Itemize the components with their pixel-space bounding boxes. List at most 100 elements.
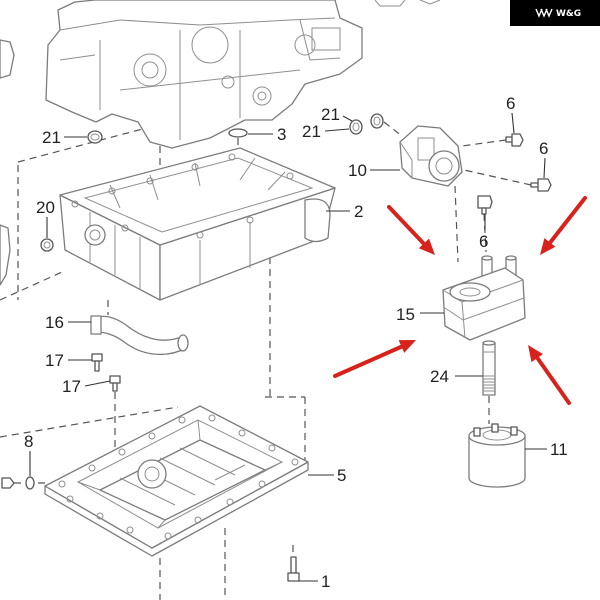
- red-arrow-head: [528, 345, 543, 363]
- bolt-hole: [238, 429, 246, 437]
- brand-logo: W&G: [510, 0, 600, 26]
- guide-line: [0, 406, 179, 438]
- bolt-hole: [126, 526, 134, 534]
- callout-label: 17: [45, 351, 64, 370]
- bolt-hole: [164, 532, 172, 540]
- highlight-arrows: [333, 196, 587, 405]
- bolt-hole: [291, 458, 299, 466]
- engine-block-boss: [294, 34, 316, 56]
- engine-block-pad: [311, 27, 341, 51]
- callout-label: 21: [42, 128, 61, 147]
- callout-label: 11: [550, 440, 568, 459]
- bolt: [530, 178, 552, 192]
- bolt-hole: [108, 187, 116, 195]
- oil-cooler-adapter: [399, 125, 463, 187]
- engine-block-bore: [191, 26, 229, 64]
- cropped-part-fragment: [0, 224, 11, 286]
- o-ring: [228, 128, 248, 138]
- engine-block-boss: [221, 75, 235, 89]
- callout-label: 24: [430, 367, 449, 386]
- callout-label: 6: [506, 94, 515, 113]
- engine-block-bore: [133, 53, 167, 87]
- bolt-shank: [112, 382, 118, 392]
- guide-line: [383, 121, 403, 137]
- lower-oil-pan-sump-boss: [144, 466, 160, 482]
- bolt-hole: [226, 498, 234, 506]
- pickup-tube-body: [94, 315, 187, 356]
- seal-ring: [349, 119, 363, 135]
- bolt-hole: [208, 414, 216, 422]
- oil-filter-body: [468, 435, 526, 488]
- oil-pickup-tube: [90, 315, 189, 356]
- oil-cooler-boss-bore: [459, 287, 481, 297]
- red-arrow: [333, 344, 405, 378]
- oil-cooler-boss: [449, 282, 491, 302]
- bolt: [109, 375, 121, 392]
- oil-cooler-tube-end: [481, 255, 493, 261]
- bolt-hole: [194, 516, 202, 524]
- callout-label: 8: [24, 432, 33, 451]
- bolt-head: [91, 353, 103, 362]
- bolt-hole: [178, 416, 186, 424]
- leader-line: [324, 128, 350, 132]
- oil-cooler: [442, 255, 526, 341]
- guide-line: [461, 139, 507, 147]
- bolt-hole: [196, 231, 204, 239]
- red-arrow-head: [398, 340, 416, 353]
- adapter-flange-bore: [435, 157, 453, 175]
- leader-line: [543, 157, 546, 179]
- stud-threads: [483, 351, 495, 392]
- lower-oil-pan-sump-boss: [137, 459, 167, 489]
- callout-label: 15: [396, 305, 415, 324]
- leader-line: [511, 112, 515, 134]
- engine-block: [45, 0, 441, 149]
- guide-line: [17, 126, 151, 163]
- upper-oil-pan-bolt-holes: [71, 153, 294, 239]
- upper-oil-pan-flange: [304, 198, 331, 243]
- leader-line: [342, 115, 353, 122]
- red-arrow: [534, 354, 571, 405]
- logo-text: W&G: [556, 9, 581, 19]
- lower-oil-pan-bolt-holes: [58, 414, 299, 540]
- oil-filter-tab: [510, 426, 518, 436]
- bolt-shank: [481, 207, 487, 215]
- drain-plug-washer: [25, 476, 35, 490]
- bolt-hole: [228, 153, 236, 161]
- callout-label: 5: [337, 466, 346, 485]
- bolt-shank: [94, 360, 100, 372]
- oil-filter-tab: [473, 427, 481, 437]
- callout-label: 21: [302, 122, 321, 141]
- bolt-hole: [58, 480, 66, 488]
- bolt-hole: [121, 224, 129, 232]
- engine-block-bore: [141, 61, 159, 79]
- leader-lines: [29, 112, 547, 582]
- engine-block-fragment: [374, 0, 441, 7]
- red-arrow-head: [540, 238, 556, 255]
- engine-block-boss: [252, 86, 272, 106]
- callout-label: 6: [479, 232, 488, 251]
- bolt-head: [109, 375, 121, 384]
- leader-line: [84, 380, 111, 387]
- bolt: [287, 556, 300, 582]
- upper-oil-pan-inner-rim: [83, 157, 314, 233]
- bolt-head: [537, 178, 552, 192]
- bolt-hole: [71, 200, 79, 208]
- bolt-hole: [268, 444, 276, 452]
- adapter-edge: [399, 141, 413, 178]
- seal-ring: [370, 113, 384, 129]
- seal-ring-inner: [352, 122, 360, 132]
- stud-body: [482, 342, 496, 396]
- lower-oil-pan-ribs: [77, 419, 283, 529]
- engine-block-detail: [59, 17, 341, 140]
- wings-logo-icon: [535, 8, 553, 18]
- oil-filter: [468, 423, 526, 488]
- guide-line: [0, 271, 63, 301]
- bolt-hole: [258, 480, 266, 488]
- bolt-hole: [246, 216, 254, 224]
- guide-line: [483, 213, 487, 253]
- callout-label: 10: [348, 161, 367, 180]
- callout-label: 2: [354, 202, 363, 221]
- bolt-hole: [146, 177, 154, 185]
- bolt-hole: [286, 172, 294, 180]
